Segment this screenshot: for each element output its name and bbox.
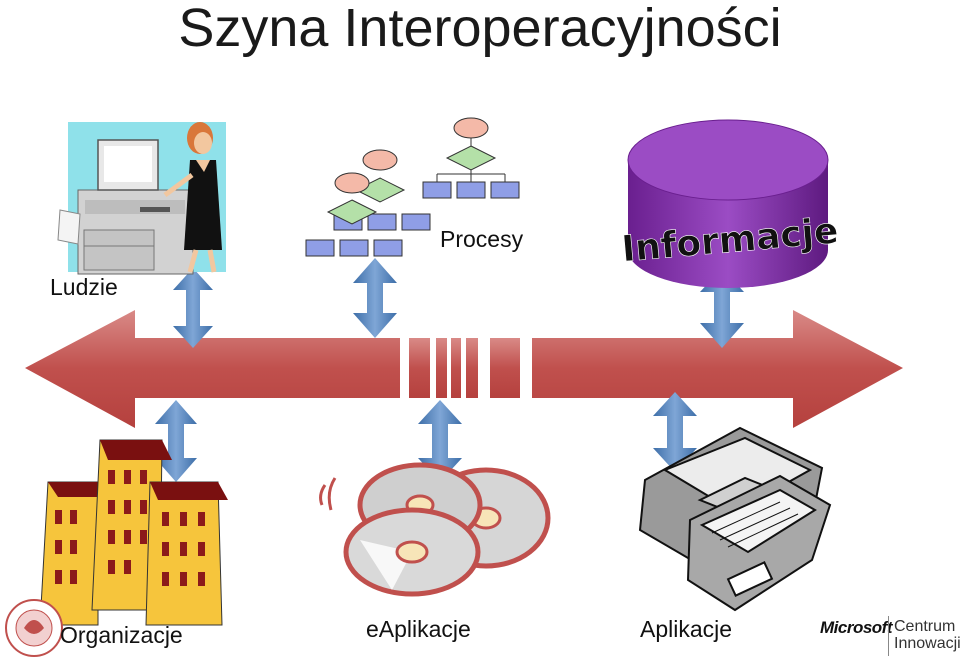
connector-procesy [353,258,397,338]
bus-arrow [25,310,903,428]
connector-eaplikacje [418,400,462,482]
association-seal-logo [5,599,63,657]
logo-divider [888,616,889,656]
centrum-line1: Centrum [894,618,956,635]
centrum-innowacji-logo: Centrum Innowacji [894,618,960,652]
label-procesy: Procesy [440,226,524,252]
connector-aplikacje [653,392,697,472]
database-icon: Informacje [620,119,840,288]
label-organizacje: Organizacje [60,622,183,648]
connector-informacje [700,268,744,348]
centrum-line2: Innowacji [894,635,960,652]
discs-clipart [319,462,551,597]
label-eaplikacje: eAplikacje [366,616,471,642]
people-clipart [57,122,226,275]
buildings-clipart [39,439,228,626]
floppy-disks-clipart [638,426,832,612]
label-ludzie: Ludzie [50,274,118,300]
label-aplikacje: Aplikacje [640,616,733,642]
connector-ludzie [173,268,213,348]
connector-organizacje [155,400,197,482]
microsoft-logo: Microsoft [820,618,893,637]
process-flowchart-icon [305,117,520,257]
page-title: Szyna Interoperacyjności [178,0,782,58]
